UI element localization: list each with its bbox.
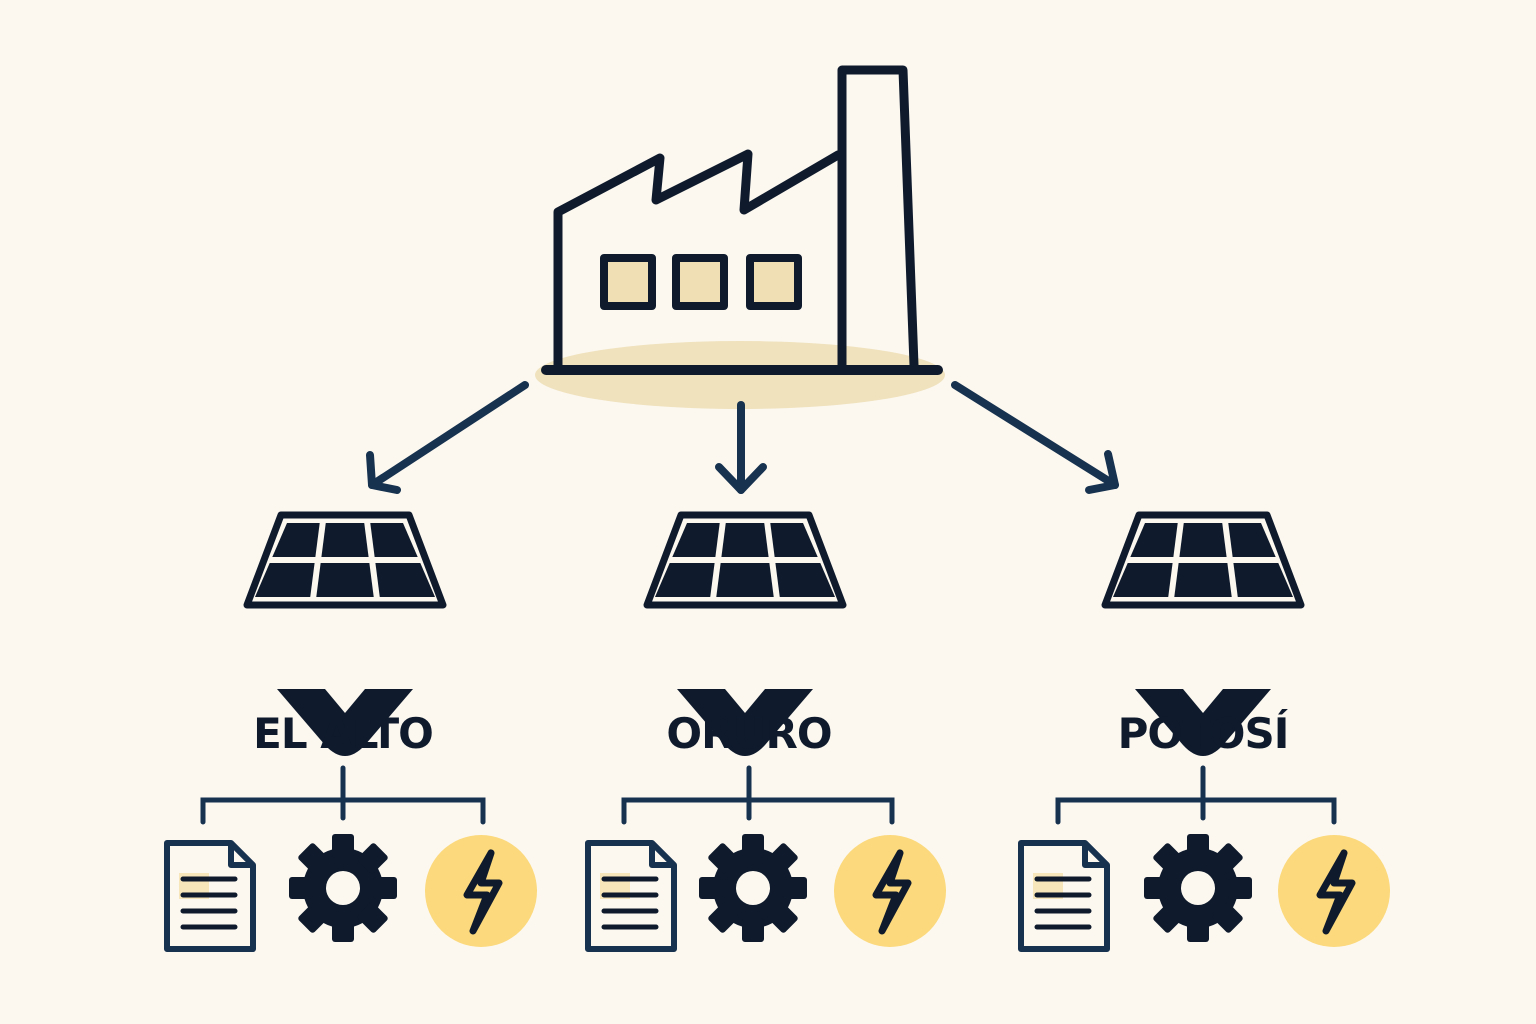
lightning-icon xyxy=(425,835,537,947)
document-icon xyxy=(167,843,253,949)
arrow-to-oruro xyxy=(715,401,767,494)
factory-icon xyxy=(535,65,945,409)
branch-potosi: POTOSÍ xyxy=(1021,515,1390,949)
document-icon xyxy=(588,843,674,949)
branch-el-alto: EL ALTO xyxy=(167,515,537,949)
gear-icon xyxy=(1144,834,1252,942)
branch-oruro: ORURO xyxy=(588,515,946,949)
branch-label: EL ALTO xyxy=(253,709,433,758)
gear-icon xyxy=(289,834,397,942)
factory-windows xyxy=(600,254,802,310)
document-icon xyxy=(1021,843,1107,949)
arrow-to-potosi xyxy=(951,381,1119,494)
arrow-to-el-alto xyxy=(366,381,529,494)
gear-icon xyxy=(699,834,807,942)
hub-arrows xyxy=(366,381,1119,494)
branch-connector xyxy=(621,765,895,825)
branch-label: ORURO xyxy=(666,709,831,758)
branch-connector xyxy=(200,765,486,825)
lightning-icon xyxy=(834,835,946,947)
branch-label: POTOSÍ xyxy=(1118,708,1289,758)
lightning-icon xyxy=(1278,835,1390,947)
branch-connector xyxy=(1055,765,1337,825)
